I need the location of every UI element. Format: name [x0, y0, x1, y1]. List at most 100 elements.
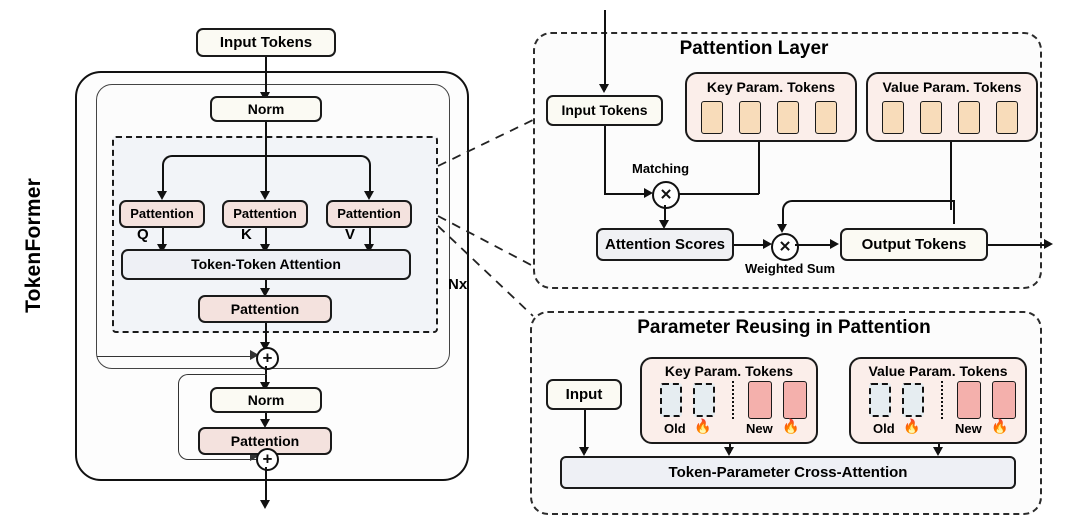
pr-key-param-tokens-box: Key Param. Tokens Old 🔥 New 🔥 — [640, 357, 818, 444]
arrow-input-to-norm-line — [265, 57, 267, 95]
pl-value-param-tokens-caption: Value Param. Tokens — [882, 79, 1022, 95]
norm2-down-arrow — [260, 419, 270, 428]
pr-key-old-token-2 — [693, 383, 715, 417]
pl-value-to-weighted-elbow — [782, 200, 955, 224]
pr-value-down-arrow — [933, 447, 943, 456]
weighted-to-output-arrow — [830, 239, 839, 249]
norm-box-2[interactable]: Norm — [210, 387, 322, 413]
q-line — [162, 228, 164, 248]
pl-value-token-2 — [920, 101, 942, 134]
pr-value-param-tokens-box: Value Param. Tokens Old 🔥 New 🔥 — [849, 357, 1027, 444]
tta-down-line — [265, 280, 267, 292]
weighted-sum-multiply-op: ✕ — [771, 233, 799, 261]
token-parameter-cross-attention-box[interactable]: Token-Parameter Cross-Attention — [560, 456, 1016, 489]
pr-key-old-flame-icon: 🔥 — [694, 418, 712, 434]
pl-key-token-3 — [777, 101, 799, 134]
matching-to-scores-arrow — [659, 220, 669, 229]
pr-value-separator-dots — [941, 381, 943, 419]
out-pattention-arrow — [260, 342, 270, 351]
pl-input-tokens-box[interactable]: Input Tokens — [546, 95, 663, 126]
parameter-reusing-title: Parameter Reusing in Pattention — [637, 317, 931, 338]
pl-output-exit-line — [988, 244, 1048, 246]
pr-key-new-flame-icon: 🔥 — [782, 418, 800, 434]
pl-value-token-3 — [958, 101, 980, 134]
pl-output-exit-arrow — [1044, 239, 1053, 249]
tokenformer-output-arrow — [260, 500, 270, 509]
scores-to-weighted-arrow — [763, 239, 772, 249]
pl-input-incoming-arrow — [599, 84, 609, 93]
pattention-box-v[interactable]: Pattention — [326, 200, 412, 228]
ffn-residual-elbow — [178, 374, 267, 460]
pr-key-old-label: Old — [664, 421, 686, 436]
scores-to-weighted-line — [734, 244, 768, 246]
pr-value-new-token-1 — [957, 381, 981, 419]
q-arrow — [157, 244, 167, 253]
pr-value-new-flame-icon: 🔥 — [991, 418, 1009, 434]
matching-label: Matching — [632, 161, 690, 176]
pattention-box-out[interactable]: Pattention — [198, 295, 332, 323]
residual1-line — [97, 356, 254, 357]
add1-down-arrow — [260, 382, 270, 391]
pr-value-param-tokens-caption: Value Param. Tokens — [868, 363, 1008, 379]
pattention-box-k[interactable]: Pattention — [222, 200, 308, 228]
v-arrow — [364, 244, 374, 253]
v-label: V — [345, 226, 356, 243]
bus-arrow-mid — [260, 191, 270, 200]
pr-key-old-token-1 — [660, 383, 682, 417]
bus-down-left — [162, 178, 164, 194]
norm1-down-line — [265, 122, 267, 156]
matching-to-scores-line — [664, 205, 666, 223]
residual1-arrow — [250, 350, 259, 360]
v-line — [369, 228, 371, 248]
bus-down-mid — [265, 155, 267, 194]
tta-down-arrow — [260, 288, 270, 297]
k-arrow — [260, 244, 270, 253]
k-label: K — [241, 226, 252, 243]
norm2-down — [265, 413, 267, 424]
attention-scores-box[interactable]: Attention Scores — [596, 228, 734, 261]
pattention-box-q[interactable]: Pattention — [119, 200, 205, 228]
norm-box-1[interactable]: Norm — [210, 96, 322, 122]
matching-multiply-op: ✕ — [652, 181, 680, 209]
pl-key-down-line — [758, 142, 760, 194]
residual-add-2: + — [256, 448, 279, 471]
pr-value-new-token-2 — [992, 381, 1016, 419]
pl-input-to-matching-arrow — [644, 188, 653, 198]
pr-input-down-arrow — [579, 447, 589, 456]
pl-key-token-2 — [739, 101, 761, 134]
bus-arrow-right — [364, 191, 374, 200]
pr-input-down-line — [584, 410, 586, 453]
split-bus-left — [162, 155, 268, 181]
bus-down-right — [369, 178, 371, 194]
q-label: Q — [137, 226, 149, 243]
pl-key-token-1 — [701, 101, 723, 134]
pl-value-weighted-arrow — [777, 224, 787, 233]
pl-input-down-line — [604, 126, 606, 194]
weighted-to-output-line — [795, 244, 834, 246]
pr-input-box[interactable]: Input — [546, 379, 622, 410]
input-tokens-box[interactable]: Input Tokens — [196, 28, 336, 57]
pl-key-token-4 — [815, 101, 837, 134]
k-line — [265, 228, 267, 248]
pl-value-param-tokens-box: Value Param. Tokens — [866, 72, 1038, 142]
split-bus-right — [265, 155, 371, 181]
out-pattention-down — [265, 323, 267, 352]
output-tokens-box[interactable]: Output Tokens — [840, 228, 988, 261]
pr-key-separator-dots — [732, 381, 734, 419]
pr-value-old-token-1 — [869, 383, 891, 417]
pl-key-param-tokens-caption: Key Param. Tokens — [706, 79, 836, 95]
tokenformer-output-line — [265, 467, 267, 503]
token-token-attention-box[interactable]: Token-Token Attention — [121, 249, 411, 280]
pl-value-token-1 — [882, 101, 904, 134]
pr-value-new-label: New — [955, 421, 982, 436]
pr-key-new-label: New — [746, 421, 773, 436]
residual-add-1: + — [256, 347, 279, 370]
pl-value-down-line — [950, 142, 952, 210]
pl-key-to-matching-line — [672, 193, 759, 195]
pr-key-new-token-1 — [748, 381, 772, 419]
weighted-sum-label: Weighted Sum — [745, 261, 836, 276]
pr-key-param-tokens-caption: Key Param. Tokens — [664, 363, 794, 379]
pl-input-to-matching-line — [604, 193, 648, 195]
pr-value-old-flame-icon: 🔥 — [903, 418, 921, 434]
pr-value-old-token-2 — [902, 383, 924, 417]
